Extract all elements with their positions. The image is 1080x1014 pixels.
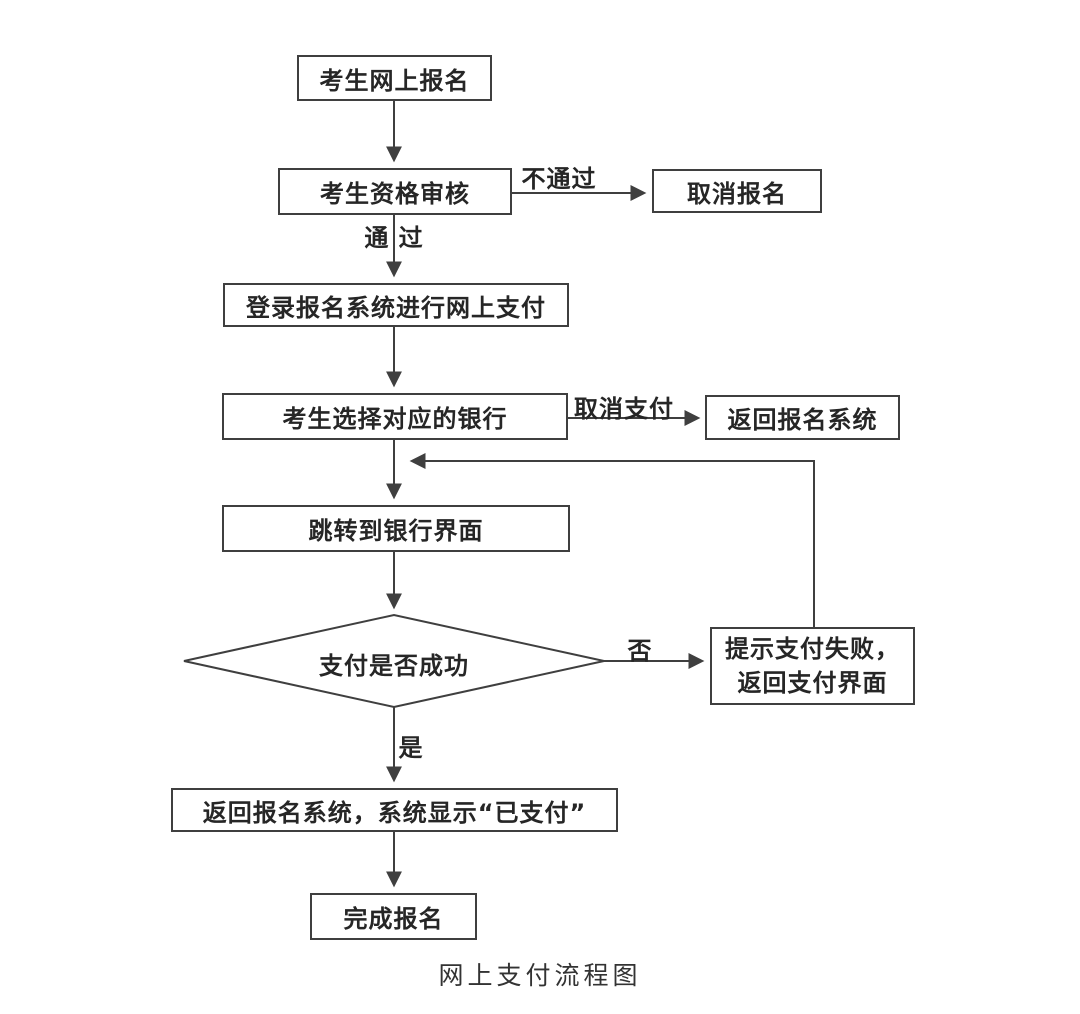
node-login-online-payment: 登录报名系统进行网上支付: [223, 283, 569, 327]
node-return-registration-system-label: 返回报名系统: [727, 406, 878, 434]
edge-label-pass: 通 过: [364, 224, 424, 252]
node-cancel-registration: 取消报名: [652, 169, 822, 213]
edge-label-yes: 是: [398, 734, 424, 762]
node-system-shows-paid-label: 返回报名系统，系统显示“已支付”: [202, 798, 587, 827]
node-payment-failed-line1: 提示支付失败，: [725, 635, 900, 663]
node-bank-interface-label: 跳转到银行界面: [308, 517, 484, 545]
decision-payment-success-label: 支付是否成功: [319, 652, 469, 680]
node-cancel-registration-label: 取消报名: [687, 179, 787, 208]
edge-label-cancel-payment: 取消支付: [574, 395, 674, 423]
node-login-online-payment-label: 登录报名系统进行网上支付: [246, 293, 546, 322]
node-register-label: 考生网上报名: [319, 66, 470, 95]
node-complete-registration: 完成报名: [310, 893, 477, 940]
node-qualification-review-label: 考生资格审核: [320, 180, 470, 208]
node-payment-failed-prompt: 提示支付失败， 返回支付界面: [710, 627, 915, 705]
diagram-caption: 网上支付流程图: [438, 961, 642, 990]
node-return-registration-system: 返回报名系统: [705, 395, 900, 440]
node-bank-interface: 跳转到银行界面: [222, 505, 570, 552]
decision-diamond: [183, 613, 605, 709]
node-register: 考生网上报名: [297, 55, 492, 101]
edge-label-not-pass: 不通过: [521, 165, 597, 193]
node-system-shows-paid: 返回报名系统，系统显示“已支付”: [171, 788, 618, 832]
node-select-bank-label: 考生选择对应的银行: [282, 405, 508, 433]
node-select-bank: 考生选择对应的银行: [222, 393, 568, 440]
arrow-failprompt-loopback: [409, 453, 815, 627]
node-qualification-review: 考生资格审核: [278, 168, 512, 215]
node-complete-registration-label: 完成报名: [343, 905, 444, 933]
edge-label-no: 否: [627, 637, 653, 665]
node-payment-failed-line2: 返回支付界面: [737, 669, 888, 697]
